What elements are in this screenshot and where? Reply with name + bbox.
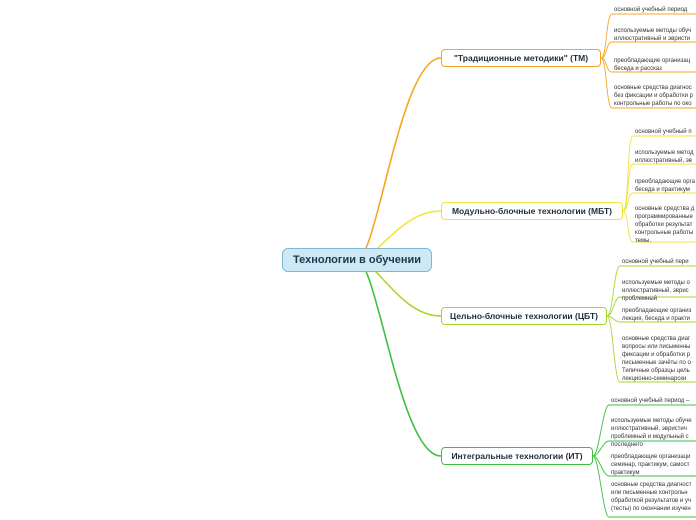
- branch-label: Интегральные технологии (ИТ): [451, 451, 583, 461]
- branch-leaf-connector: [606, 265, 621, 317]
- leaf-cbt-forms: преобладающие организ лекция, беседа и п…: [622, 308, 692, 322]
- leaf-cbt-period: основной учебный пери: [622, 259, 689, 265]
- leaf-mbt-forms: преобладающие орга беседа и практикум: [635, 179, 695, 193]
- branch-leaf-connector: [606, 315, 621, 383]
- leaf-tm-period: основной учебный период: [614, 7, 688, 13]
- branch-leaf-connector: [600, 57, 613, 109]
- leaf-mbt-diagnostics: основные средства д программированные об…: [635, 206, 695, 244]
- branch-label: "Традиционные методики" (ТМ): [453, 53, 589, 63]
- branch-label: Модульно-блочные технологии (МБТ): [451, 206, 613, 216]
- leaf-cbt-diagnostics: основные средства диаг вопросы или письм…: [622, 336, 691, 382]
- branch-leaf-connector: [592, 404, 610, 457]
- leaf-tm-methods: используемые методы обуч иллюстративный …: [614, 28, 692, 42]
- branch-leaf-connector: [622, 135, 634, 212]
- branch-leaf-connector: [592, 455, 610, 518]
- leaf-mbt-period: основной учебный п: [635, 129, 692, 135]
- root-label: Технологии в обучении: [292, 254, 422, 266]
- leaf-it-diagnostics: основные средства диагност или письменны…: [611, 482, 692, 512]
- branch-integral[interactable]: Интегральные технологии (ИТ): [441, 447, 593, 465]
- branch-leaf-connector: [606, 315, 621, 323]
- leaf-mbt-methods: используемые метод иллюстративный, эв: [635, 150, 694, 164]
- branch-leaf-connector: [600, 13, 613, 59]
- branch-leaf-connector: [622, 163, 634, 212]
- leaf-it-forms: преобладающие организаци семинар, практи…: [611, 454, 691, 476]
- branch-traditional-methods[interactable]: "Традиционные методики" (ТМ): [441, 49, 601, 67]
- leaf-cbt-methods: используемые методы о иллюстративный, эв…: [622, 280, 690, 302]
- branch-leaf-connector: [600, 41, 613, 59]
- branch-leaf-connector: [622, 210, 634, 243]
- leaf-tm-diagnostics: основные средства диагнос без фиксации и…: [614, 85, 693, 107]
- leaf-it-period: основной учебный период –: [611, 398, 690, 404]
- leaf-tm-forms: преобладающие организац беседа и рассказ: [614, 58, 691, 72]
- root-node[interactable]: Технологии в обучении: [282, 248, 432, 272]
- root-branch-connector: [356, 259, 442, 457]
- branch-leaf-connector: [592, 440, 610, 457]
- branch-modular-block[interactable]: Модульно-блочные технологии (МБТ): [441, 202, 623, 220]
- leaf-it-methods: используемые методы обуче иллюстративный…: [611, 418, 692, 448]
- branch-leaf-connector: [606, 296, 621, 317]
- branch-whole-block[interactable]: Цельно-блочные технологии (ЦБТ): [441, 307, 607, 325]
- branch-label: Цельно-блочные технологии (ЦБТ): [450, 311, 598, 321]
- branch-leaf-connector: [622, 192, 634, 212]
